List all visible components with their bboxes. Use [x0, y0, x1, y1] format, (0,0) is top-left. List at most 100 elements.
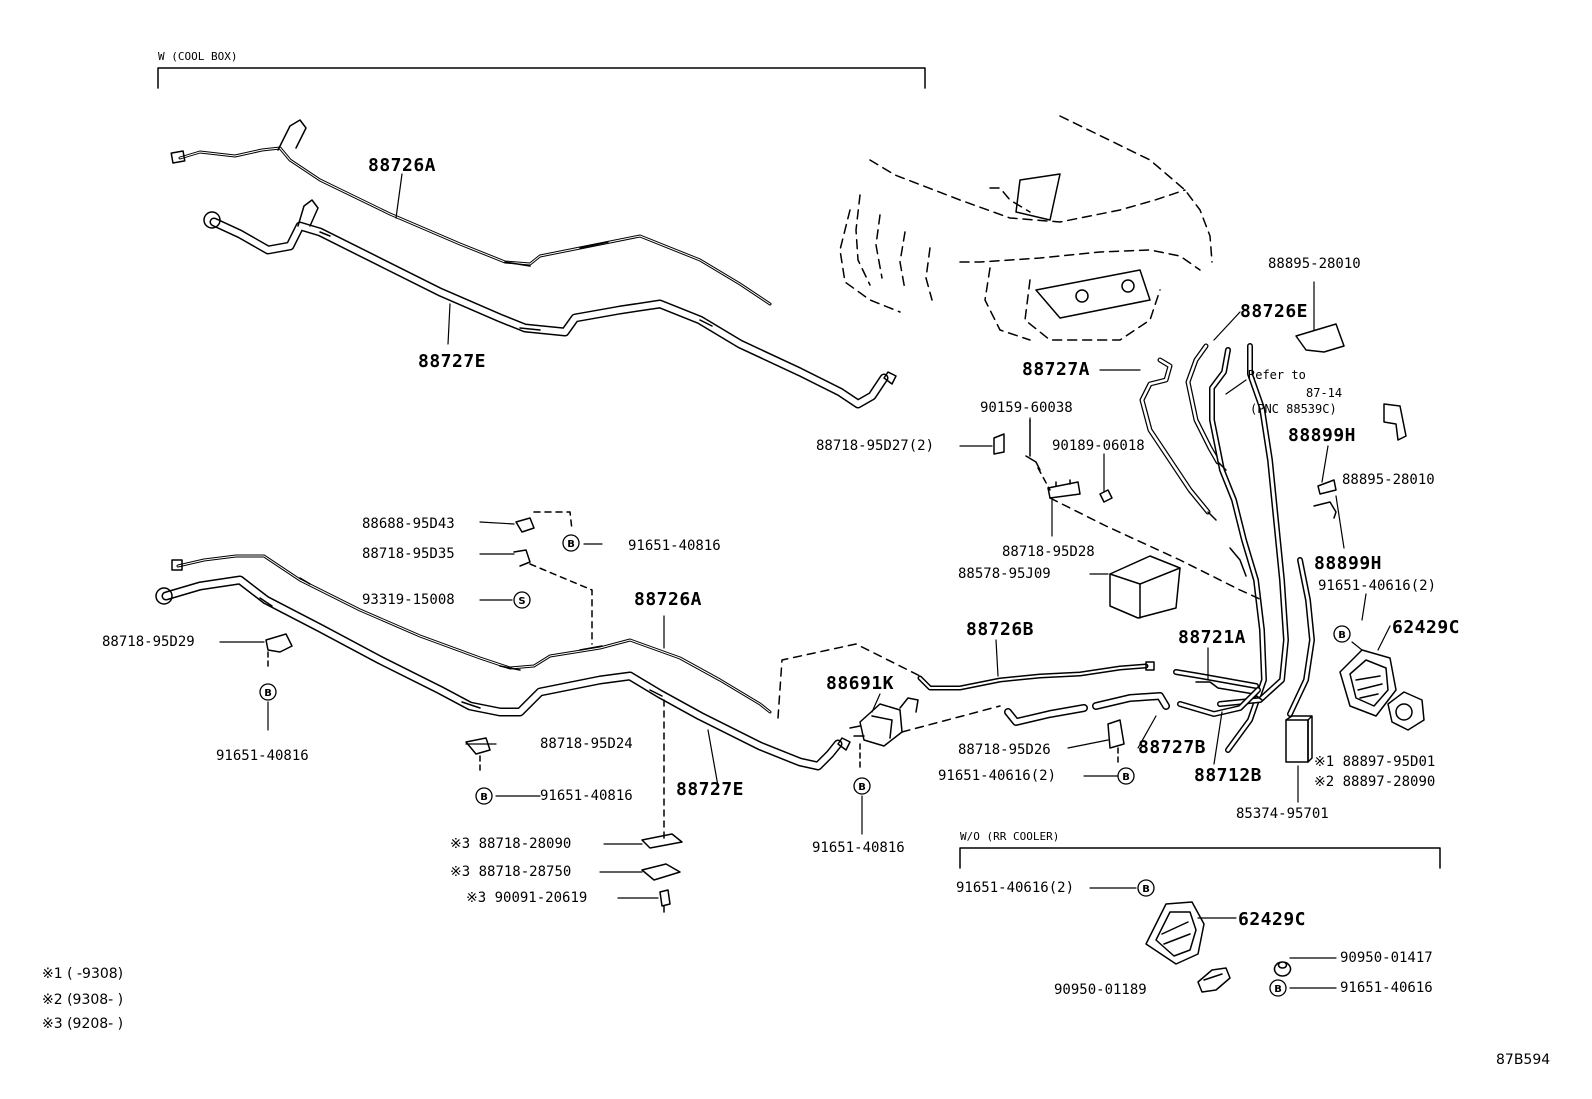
part-label: 88726A [634, 589, 703, 610]
part-label: 90950-01417 [1340, 950, 1433, 966]
grommet-62429c-a [1339, 649, 1397, 717]
part-label: 88727A [1022, 359, 1091, 380]
bolt-90091 [659, 889, 671, 913]
part-label: 88578-95J09 [958, 566, 1051, 582]
part-label: 88727E [676, 779, 745, 800]
part-label: 62429C [1392, 617, 1461, 638]
clamp-88718-95d29 [265, 633, 293, 653]
part-label: 88721A [1178, 627, 1247, 648]
grommet-62429c-b [1145, 901, 1205, 965]
clamp-88718-28750 [641, 863, 681, 881]
part-label: 90159-60038 [980, 400, 1073, 416]
valve-88691k [849, 697, 919, 747]
clamp-88718-95d28 [1047, 479, 1081, 499]
part-label: 88727B [1138, 737, 1207, 758]
part-label: 91651-40816 [812, 840, 905, 856]
part-label: 88895-28010 [1342, 472, 1435, 488]
dashed-guide-a [1049, 497, 1263, 601]
bolt-90159 [1025, 419, 1041, 471]
badge-text: B [1274, 984, 1282, 995]
leader-lines [219, 173, 1391, 989]
part-label: ※3 90091-20619 [466, 890, 588, 906]
badge-text: S [518, 596, 525, 607]
right-pipes [1139, 343, 1315, 753]
part-label: 88712B [1194, 765, 1263, 786]
part-label: 91651-40616 [1340, 980, 1433, 996]
part-label: 88726A [368, 155, 437, 176]
clamp-88718-95d24 [465, 737, 491, 755]
nut-90189 [1099, 489, 1113, 503]
dashed-frame-88691k [777, 643, 1001, 733]
badge-text: B [264, 688, 272, 699]
pipe-88726a-mid [171, 554, 772, 714]
badge-text: B [1122, 772, 1130, 783]
dashed-guide-d [529, 563, 593, 645]
footnote-2: ※2 (9308- ) [42, 992, 124, 1008]
refer-note-line1: Refer to [1248, 368, 1306, 382]
part-label: 93319-15008 [362, 592, 455, 608]
clamp-88718-95d26 [1107, 719, 1125, 749]
part-label: 88718-95D35 [362, 546, 455, 562]
part-label: 88691K [826, 673, 895, 694]
part-label: 88899H [1288, 425, 1357, 446]
badge-text: B [1338, 630, 1346, 641]
box-88578 [1109, 555, 1181, 619]
part-label: 88718-95D24 [540, 736, 633, 752]
part-label: 85374-95701 [1236, 806, 1329, 822]
ring-90950-01417 [1273, 961, 1292, 977]
part-label: ※2 88897-28090 [1314, 774, 1436, 790]
part-label: 91651-40616(2) [938, 768, 1057, 784]
refer-note-line3: (PNC 88539C) [1250, 402, 1337, 416]
part-label: 88726B [966, 619, 1035, 640]
part-label: 91651-40816 [628, 538, 721, 554]
part-label: 88718-95D28 [1002, 544, 1095, 560]
badge-text: B [480, 792, 488, 803]
cover-88895-a [1295, 323, 1345, 353]
part-label: 88718-95D27(2) [816, 438, 935, 454]
rr-cooler-bracket [959, 847, 1441, 869]
bracket-85374 [1285, 715, 1313, 763]
part-label: 91651-40616(2) [1318, 578, 1437, 594]
clamp-88688 [515, 517, 535, 533]
badges [259, 534, 1351, 997]
refer-note-line2: 87-14 [1306, 386, 1343, 400]
clamp-88718-28090 [641, 833, 683, 849]
part-label: 88899H [1314, 553, 1383, 574]
part-label: 88718-95D26 [958, 742, 1051, 758]
part-label: ※3 88718-28750 [450, 864, 572, 880]
clip-88899h-b [1313, 501, 1337, 519]
part-label: 88727E [418, 351, 487, 372]
cover-88895-b [1383, 403, 1407, 441]
pipe-88712b [1177, 687, 1261, 717]
part-label: 88688-95D43 [362, 516, 455, 532]
part-label: 90189-06018 [1052, 438, 1145, 454]
part-label: 62429C [1238, 909, 1307, 930]
clip-88718-95d27 [993, 433, 1005, 455]
part-label: ※1 88897-95D01 [1314, 754, 1436, 770]
badge-letters: B S B B B B B B B [264, 539, 1346, 995]
part-label: 91651-40616(2) [956, 880, 1075, 896]
part-label: 90950-01189 [1054, 982, 1147, 998]
clamp-88718-95d35 [513, 549, 531, 567]
dashed-guide-c [533, 511, 573, 531]
cooler-unit-solid [1015, 173, 1151, 319]
section-rr-cooler: W/O (RR COOLER) [960, 830, 1060, 843]
part-label: ※3 88718-28090 [450, 836, 572, 852]
figure-code: 87B594 [1496, 1052, 1551, 1068]
footnote-3: ※3 (9208- ) [42, 1016, 124, 1032]
section-cool-box: W (COOL BOX) [158, 50, 238, 63]
badge-text: B [1142, 884, 1150, 895]
pipe-88721a [1173, 669, 1259, 689]
badge-text: B [567, 539, 575, 550]
part-label: 88718-95D29 [102, 634, 195, 650]
dashed-guide-b [1037, 467, 1051, 491]
pipe-88726b [917, 661, 1155, 691]
part-label: 91651-40816 [216, 748, 309, 764]
plug-90950-01189 [1197, 967, 1231, 993]
pipe-88726a-top [170, 119, 772, 306]
part-label: 88895-28010 [1268, 256, 1361, 272]
badge-text: B [858, 782, 866, 793]
pipe-88727e-mid [155, 575, 851, 771]
